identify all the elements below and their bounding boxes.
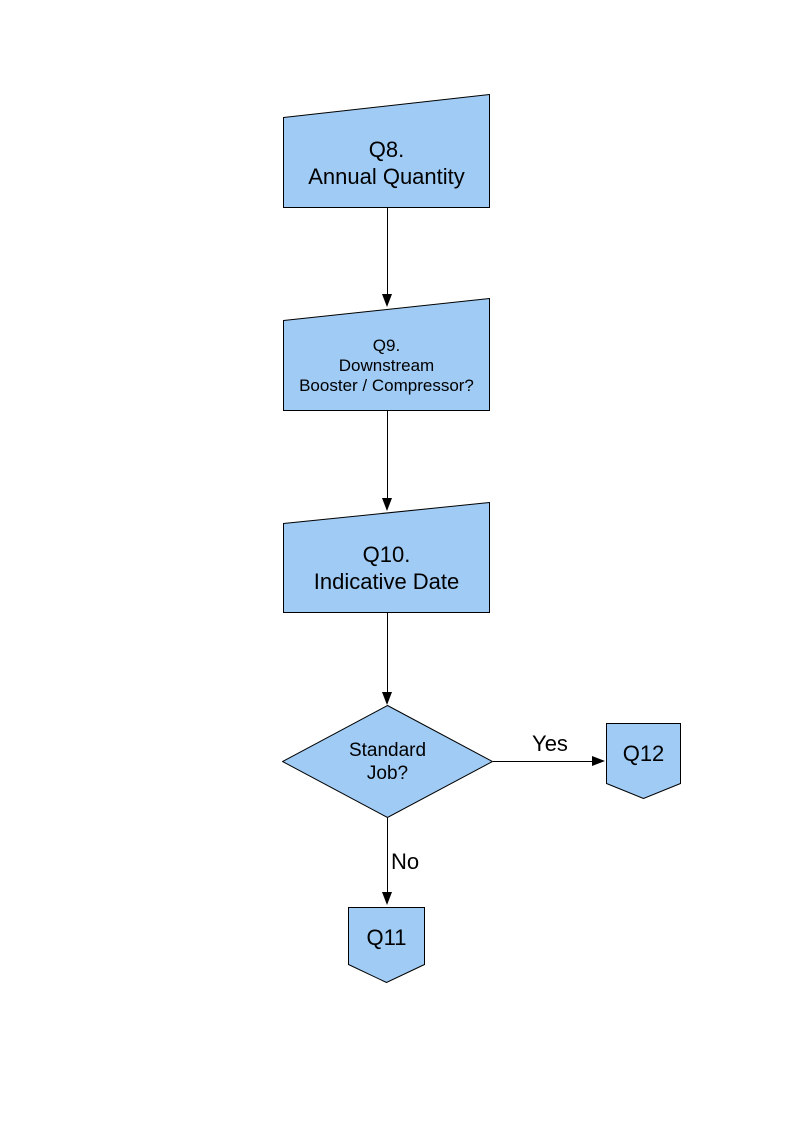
connector-decision-q11 <box>387 818 388 892</box>
node-q12-label: Q12 <box>606 723 681 799</box>
node-q9-downstream-booster: Q9. Downstream Booster / Compressor? <box>283 298 490 411</box>
node-q10-indicative-date: Q10. Indicative Date <box>283 502 490 613</box>
node-q10-label-line-2: Indicative Date <box>313 569 460 594</box>
arrowhead-q10-decision <box>382 692 392 705</box>
node-q9-label-line-3: Booster / Compressor? <box>299 375 474 395</box>
manual-input-shape <box>283 298 490 411</box>
node-q9-label: Q9. Downstream Booster / Compressor? <box>283 298 490 411</box>
node-q8-label-line-1: Q8. <box>368 136 405 162</box>
manual-input-shape <box>283 502 490 613</box>
node-q10-label: Q10. Indicative Date <box>283 502 490 613</box>
arrowhead-q9-q10 <box>382 498 392 511</box>
connector-q9-q10 <box>387 411 388 498</box>
node-decision-label-line-1: Standard <box>348 739 427 761</box>
connector-q10-decision <box>387 613 388 692</box>
node-q11-label-text: Q11 <box>366 925 407 950</box>
no-edge-label: No <box>391 849 420 874</box>
node-decision-label: Standard Job? <box>282 705 493 818</box>
node-q11-offpage-connector: Q11 <box>348 907 425 983</box>
connector-q8-q9 <box>387 208 388 294</box>
node-q12-label-text: Q12 <box>622 741 665 766</box>
offpage-connector-shape <box>606 723 681 799</box>
node-q9-label-line-2: Downstream <box>338 355 435 375</box>
node-q9-label-line-1: Q9. <box>372 335 401 355</box>
decision-diamond-shape <box>282 705 493 818</box>
yes-edge-label: Yes <box>532 731 568 756</box>
node-q8-label: Q8. Annual Quantity <box>283 94 490 208</box>
node-q10-label-line-1: Q10. <box>362 542 411 567</box>
node-decision-standard-job: Standard Job? <box>282 705 493 818</box>
arrowhead-decision-q11 <box>382 892 392 905</box>
arrowhead-q8-q9 <box>382 294 392 307</box>
offpage-connector-shape <box>348 907 425 983</box>
node-q8-label-line-2: Annual Quantity <box>308 163 465 189</box>
arrowhead-decision-q12 <box>592 756 605 766</box>
manual-input-shape <box>283 94 490 208</box>
connector-decision-q12 <box>493 761 592 762</box>
node-q8-annual-quantity: Q8. Annual Quantity <box>283 94 490 208</box>
node-decision-label-line-2: Job? <box>366 762 409 784</box>
node-q12-offpage-connector: Q12 <box>606 723 681 799</box>
node-q11-label: Q11 <box>348 907 425 983</box>
